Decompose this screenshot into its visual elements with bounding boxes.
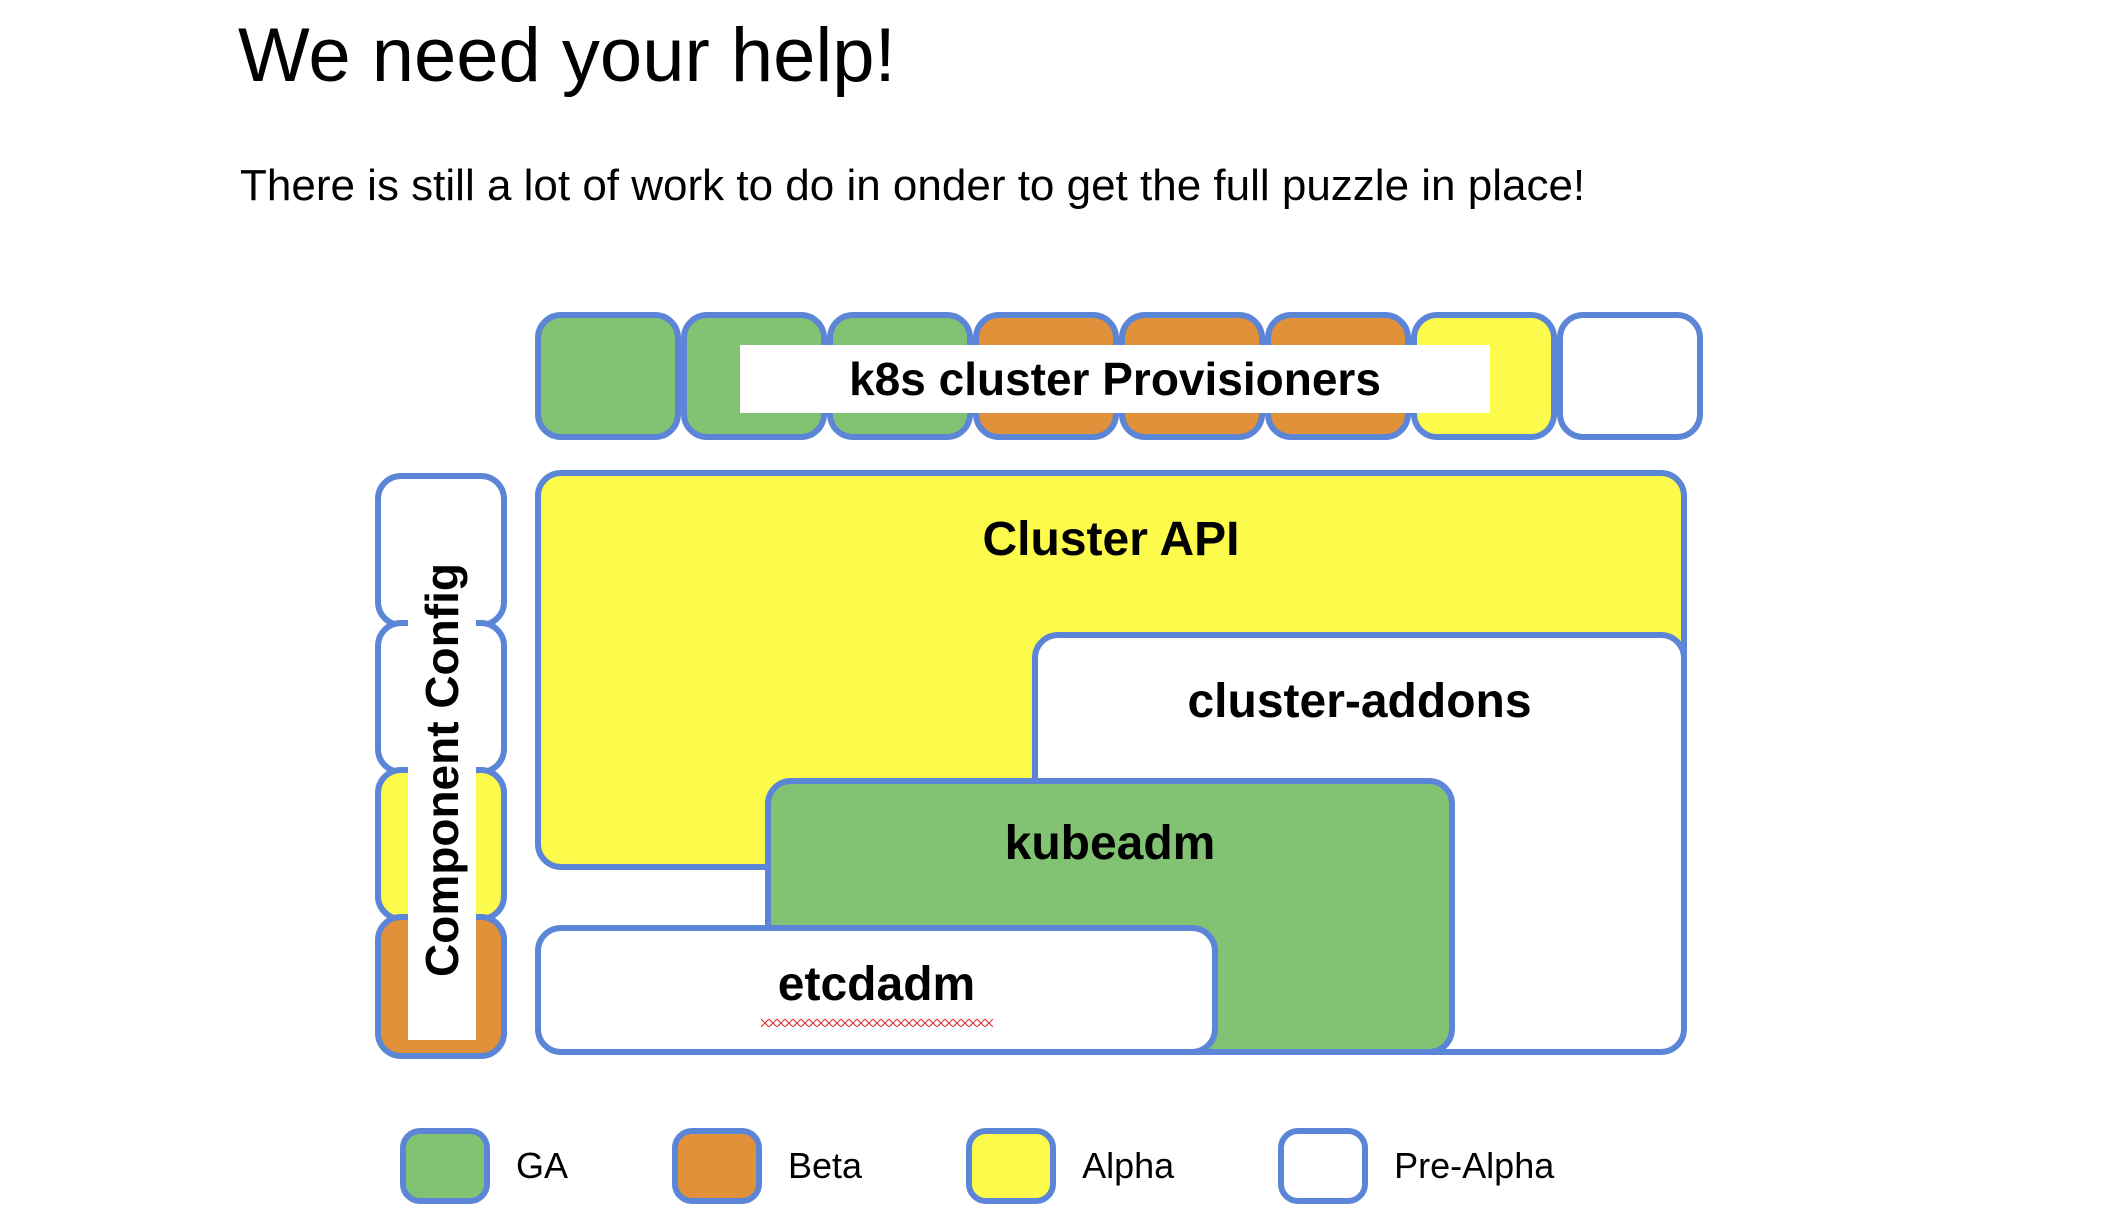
cluster-api-label: Cluster API [982, 513, 1240, 566]
legend-label: Alpha [1082, 1145, 1175, 1186]
provisioner-cell-0 [535, 312, 681, 440]
cluster-addons-label: cluster-addons [1187, 675, 1532, 728]
legend-item-beta: Beta [672, 1128, 862, 1204]
page-subtitle: There is still a lot of work to do in on… [240, 161, 1586, 210]
legend: GA Beta Alpha Pre-Alpha [400, 1128, 1658, 1204]
kubeadm-label: kubeadm [1004, 817, 1216, 870]
component-config-label-text: Component Config [416, 563, 469, 977]
provisioner-cell-7 [1557, 312, 1703, 440]
legend-item-ga: GA [400, 1128, 568, 1204]
legend-swatch-icon [400, 1128, 490, 1204]
provisioners-label: k8s cluster Provisioners [740, 345, 1490, 413]
legend-label: Pre-Alpha [1394, 1145, 1555, 1186]
etcdadm-label: etcdadm [777, 958, 976, 1011]
component-config-label: Component Config [408, 500, 476, 1040]
legend-item-alpha: Alpha [966, 1128, 1174, 1204]
legend-item-pre-alpha: Pre-Alpha [1278, 1128, 1554, 1204]
legend-swatch-icon [672, 1128, 763, 1204]
legend-swatch-icon [1278, 1128, 1369, 1204]
legend-label: GA [516, 1145, 569, 1186]
legend-label: Beta [788, 1145, 863, 1186]
etcdadm-box: etcdadm [535, 925, 1218, 1055]
spellcheck-underline-icon [760, 1019, 993, 1027]
legend-swatch-icon [966, 1128, 1057, 1204]
page-title: We need your help! [238, 13, 896, 98]
